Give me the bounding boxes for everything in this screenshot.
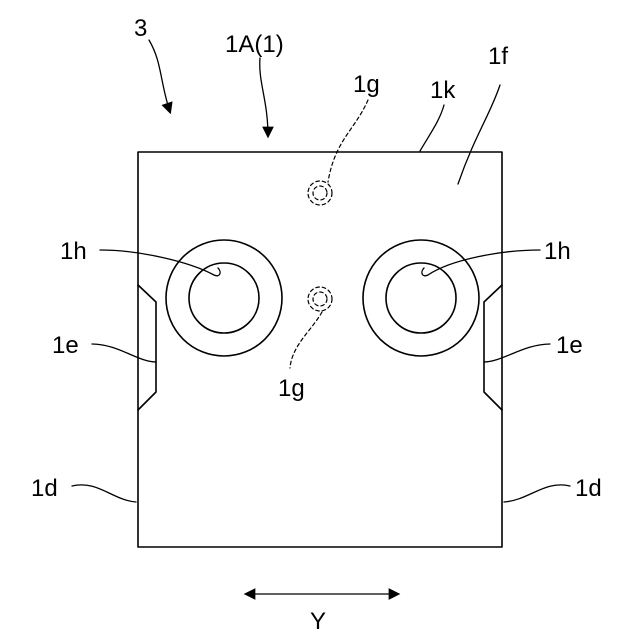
label-1h-left: 1h xyxy=(60,238,87,265)
leader-1f xyxy=(458,85,500,184)
leader-1A xyxy=(260,58,268,136)
leader-1k xyxy=(420,105,444,151)
hole-left-inner xyxy=(189,263,259,333)
pin-bottom-outer xyxy=(308,287,332,311)
notch-right xyxy=(484,285,502,410)
label-1e-right: 1e xyxy=(556,332,583,359)
label-1g-top: 1g xyxy=(353,71,380,98)
leader-1h-right xyxy=(422,250,540,276)
label-1g-bottom: 1g xyxy=(278,375,305,402)
label-1k: 1k xyxy=(430,77,456,104)
leader-1h-left xyxy=(100,250,220,276)
label-3: 3 xyxy=(134,15,147,42)
label-1h-right: 1h xyxy=(544,238,571,265)
hole-left-outer xyxy=(166,240,282,356)
pin-bottom-inner xyxy=(313,292,327,306)
label-1d-left: 1d xyxy=(31,475,58,502)
leader-1d-right xyxy=(504,485,570,502)
leader-1e-left xyxy=(92,344,156,362)
label-1A: 1A(1) xyxy=(225,31,284,58)
pin-top-inner xyxy=(313,186,327,200)
leader-1g-top xyxy=(328,100,368,182)
label-1e-left: 1e xyxy=(52,332,79,359)
pin-top-outer xyxy=(308,181,332,205)
label-1d-right: 1d xyxy=(575,475,602,502)
label-1f: 1f xyxy=(488,43,508,70)
label-axis-y: Y xyxy=(310,608,326,635)
leader-3 xyxy=(149,40,170,112)
leader-1d-left xyxy=(72,485,136,502)
hole-right-outer xyxy=(363,240,479,356)
notch-left xyxy=(138,285,156,410)
leader-1g-bottom xyxy=(290,312,322,368)
leader-1e-right xyxy=(484,344,550,362)
hole-right-inner xyxy=(386,263,456,333)
